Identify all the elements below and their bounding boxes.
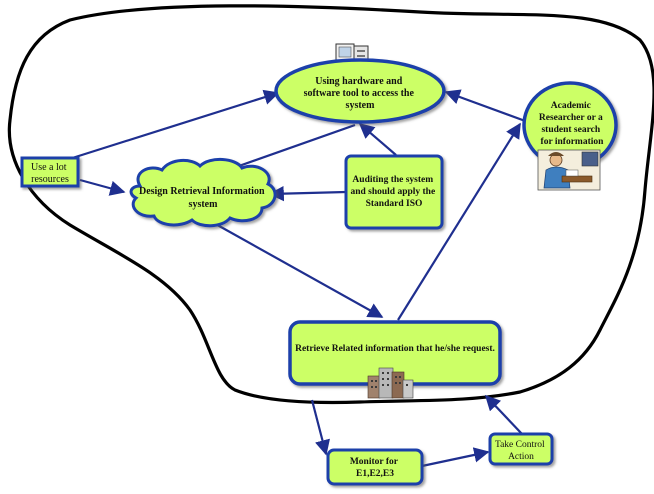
resources-label-line-1: Use a lot xyxy=(31,162,67,173)
svg-text:Academic Researcher or a: Academic Researcher or a student search … xyxy=(539,101,605,147)
svg-text:Using hardware and softwa: Using hardware and software tool to acce… xyxy=(304,76,417,111)
hardware-software-node xyxy=(274,58,446,124)
design-label-line-2: system xyxy=(189,199,219,210)
auditing-label-line-3: Standard ISO xyxy=(366,199,423,209)
retrieve-label: Retrieve Related information that he/she… xyxy=(295,344,495,354)
design-label-line-1: Design Retrieval Information xyxy=(139,186,265,197)
svg-text:Take Control Action: Take Control Action xyxy=(495,440,547,462)
arrow-academic-to-hardware xyxy=(444,89,529,124)
arrow-retrieve-to-monitor xyxy=(310,399,330,456)
svg-text:Retrieve Related information t: Retrieve Related information that he/she… xyxy=(295,344,495,354)
monitor-node xyxy=(326,448,424,486)
arrow-resources-to-hardware xyxy=(65,89,280,162)
take-control-node xyxy=(488,432,554,466)
hardware-label-line-3: system xyxy=(346,100,376,111)
svg-text:Design Retrieval Information: Design Retrieval Information system xyxy=(139,186,267,210)
hardware-label-line-1: Using hardware and xyxy=(315,76,402,87)
arrow-design-to-retrieve xyxy=(211,221,384,318)
auditing-label-line-1: Auditing the system xyxy=(352,175,433,185)
arrow-monitor-to-takecontrol xyxy=(421,447,490,468)
arrow-resources-to-design xyxy=(79,178,126,196)
resources-label-line-2: resources xyxy=(31,174,69,185)
svg-text:Use a lot resources: Use a lot resources xyxy=(31,162,69,185)
buildings-icon xyxy=(367,367,414,399)
arrow-takecontrol-to-retrieve xyxy=(484,394,523,435)
arrow-auditing-to-design xyxy=(268,185,347,202)
academic-label-line-4: for information xyxy=(541,137,605,147)
academic-label-line-1: Academic xyxy=(551,101,591,111)
take-control-label-line-2: Action xyxy=(508,452,534,462)
auditing-node xyxy=(344,154,444,230)
svg-text:Monitor for E1,E2,E3: Monitor for E1,E2,E3 xyxy=(350,457,400,479)
arrow-retrieve-to-academic xyxy=(397,122,521,321)
system-boundary xyxy=(7,4,654,405)
academic-label-line-2: Researcher or a xyxy=(539,113,603,123)
monitor-label-line-1: Monitor for xyxy=(350,457,399,467)
auditing-label-line-2: and should apply the xyxy=(350,187,435,197)
arrows xyxy=(65,89,529,468)
arrow-auditing-to-hardware xyxy=(358,122,397,156)
svg-text:Auditing the system and sh: Auditing the system and should apply the… xyxy=(350,175,437,209)
monitor-label-line-2: E1,E2,E3 xyxy=(356,469,394,479)
design-retrieval-cloud xyxy=(129,158,277,228)
academic-label-line-3: student search xyxy=(541,125,600,135)
hardware-label-line-2: software tool to access the xyxy=(304,88,415,99)
researcher-icon xyxy=(537,149,601,191)
use-resources-node xyxy=(20,156,80,188)
arrow-hardware-to-design xyxy=(220,123,356,175)
take-control-label-line-1: Take Control xyxy=(495,440,545,450)
